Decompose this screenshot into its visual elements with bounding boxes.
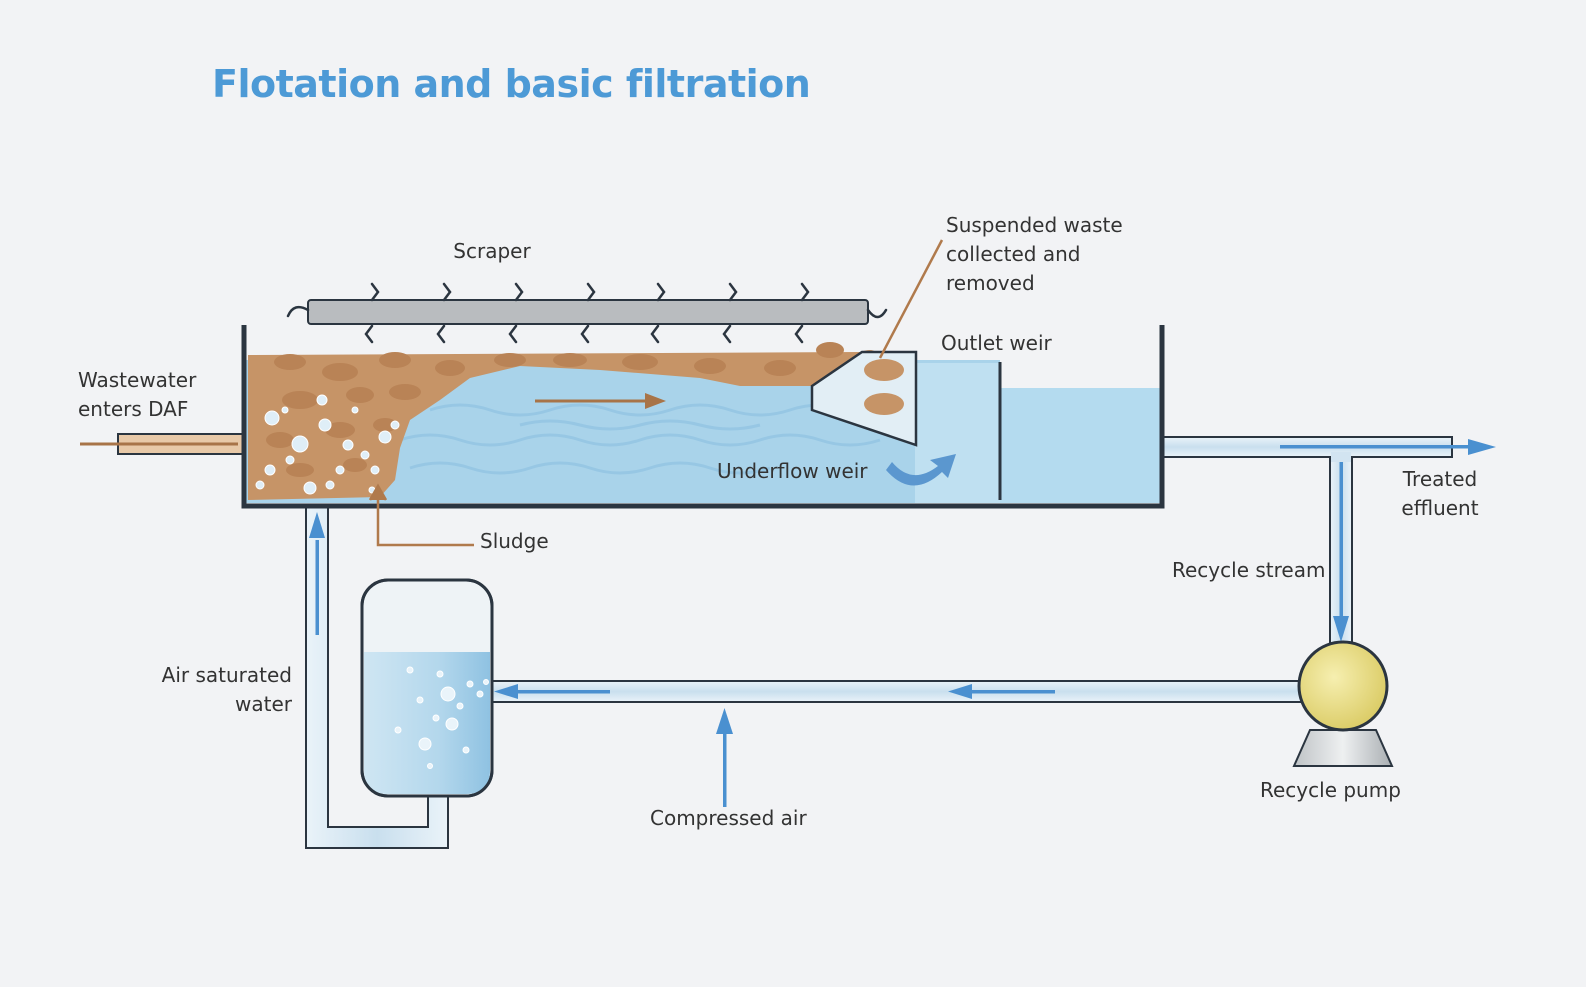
- pump-body: [1297, 640, 1389, 732]
- outlet-weir-label: Outlet weir: [941, 331, 1052, 355]
- leader-lines: [368, 239, 944, 547]
- recycle-stream-label: Recycle stream: [1172, 558, 1326, 582]
- tank-walls: [241, 325, 1165, 509]
- sludge-label: Sludge: [480, 529, 549, 553]
- scraper-label: Scraper: [453, 239, 531, 263]
- compressed-air-label: Compressed air: [650, 806, 807, 830]
- pump-base: [1292, 729, 1394, 767]
- saturation-vessel: [360, 578, 494, 798]
- scraper-bar: [307, 299, 869, 325]
- wastewater-in-label: Wastewater enters DAF: [78, 368, 197, 421]
- suspended-waste-label: Suspended waste collected and removed: [946, 213, 1123, 295]
- pipe-flow-arrows: [309, 439, 1496, 807]
- sludge-layer: [248, 342, 904, 500]
- treated-effluent-label: Treated effluent: [1401, 467, 1479, 520]
- underflow-arrow: [886, 454, 956, 486]
- page-title: Flotation and basic filtration: [212, 62, 811, 106]
- scraper: [286, 282, 888, 344]
- recycle-pump-label: Recycle pump: [1260, 778, 1401, 802]
- vessel-water: [364, 652, 490, 794]
- recycle-return-pipe: [489, 680, 1307, 703]
- underflow-weir-label: Underflow weir: [717, 459, 868, 483]
- recycle-pump: [1292, 640, 1394, 767]
- air-saturated-water-label: Air saturated water: [161, 663, 292, 716]
- flow-direction-arrow: [535, 393, 666, 409]
- daf-tank: [241, 325, 1165, 509]
- outlet-chamber-water: [1000, 388, 1160, 503]
